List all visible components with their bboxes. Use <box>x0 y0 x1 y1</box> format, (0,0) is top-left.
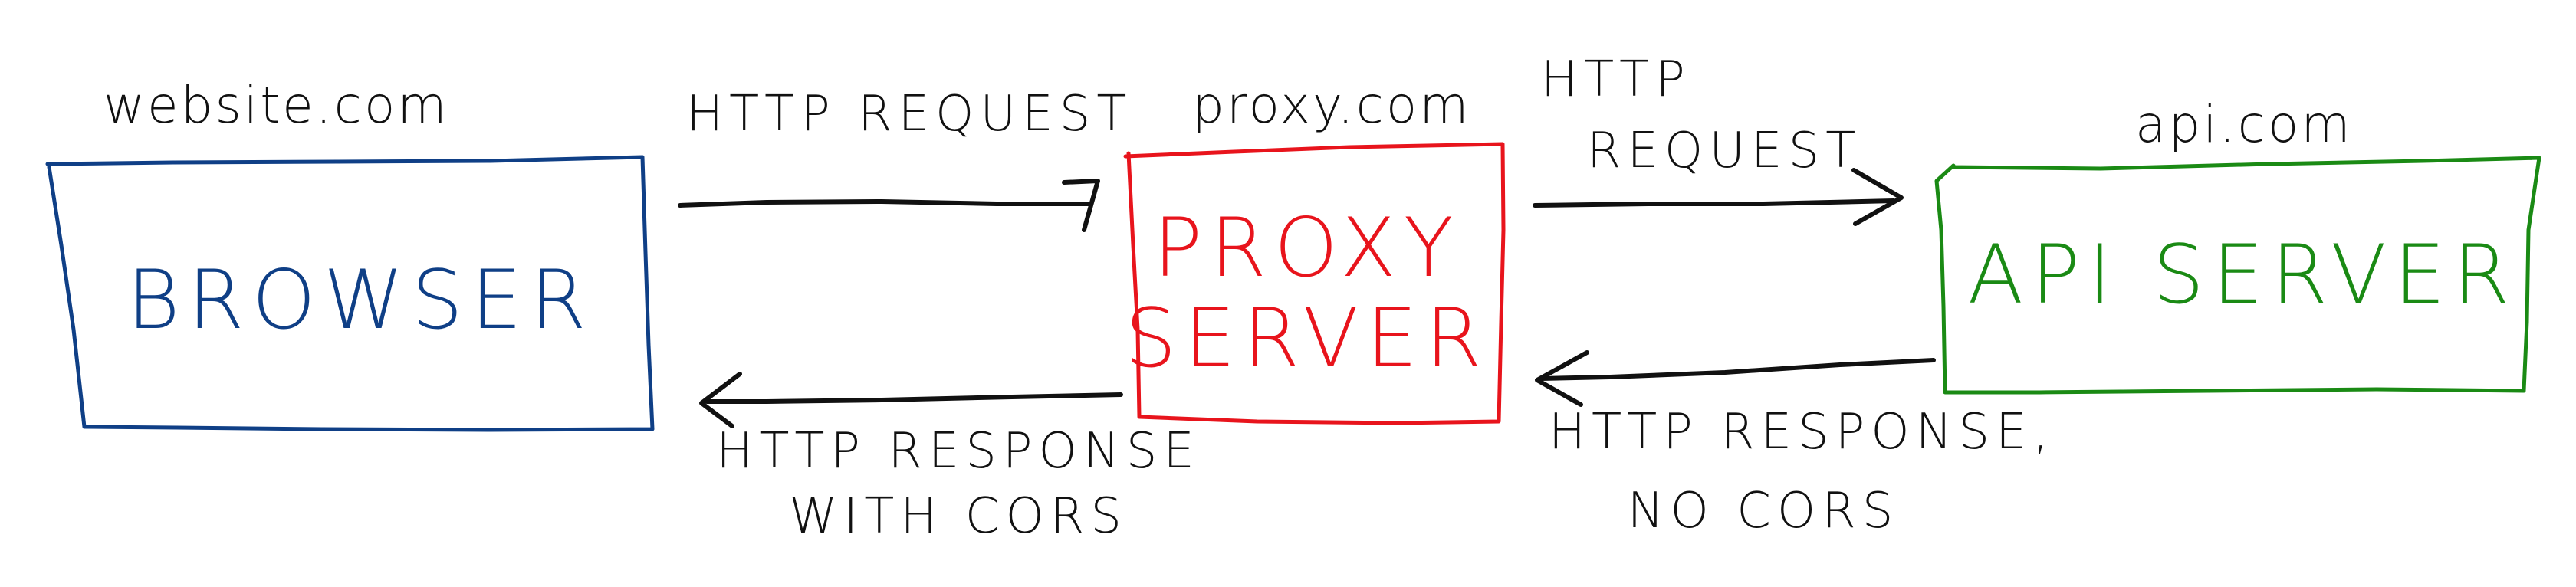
arrow-browser-to-proxy-line <box>678 198 1091 208</box>
arrow-api-to-proxy: HTTP RESPONSE, NO CORS <box>1535 350 2055 539</box>
arrow-proxy-to-browser-head <box>699 372 742 428</box>
arrow-proxy-to-api-head <box>1852 168 1904 226</box>
proxy-domain-label: proxy.com <box>1192 76 1471 135</box>
arrow-proxy-to-browser-label-line2: WITH CORS <box>789 488 1128 545</box>
proxy-node: proxy.com PROXY SERVER <box>1123 76 1506 425</box>
arrow-api-to-proxy-label-line1: HTTP RESPONSE, <box>1549 404 2055 461</box>
proxy-box-label-line2: SERVER <box>1125 291 1489 385</box>
arrow-api-to-proxy-label-line2: NO CORS <box>1628 483 1900 539</box>
browser-node: website.com BROWSER <box>45 76 655 432</box>
browser-box-label: BROWSER <box>127 253 593 347</box>
browser-box <box>45 155 655 432</box>
arrow-browser-to-proxy: HTTP REQUEST <box>678 86 1132 232</box>
arrow-browser-to-proxy-label: HTTP REQUEST <box>686 86 1132 143</box>
browser-domain-label: website.com <box>104 76 449 135</box>
proxy-box-label-line1: PROXY <box>1153 201 1461 295</box>
arrow-proxy-to-api: HTTP REQUEST <box>1533 51 1904 226</box>
proxy-box <box>1123 142 1506 425</box>
arrow-proxy-to-api-line <box>1533 198 1896 208</box>
arrow-api-to-proxy-line <box>1539 358 1936 381</box>
api-box-label: API SERVER <box>1968 228 2518 322</box>
api-node: api.com API SERVER <box>1934 95 2542 395</box>
arrow-proxy-to-api-label-line2: REQUEST <box>1587 123 1861 179</box>
arrow-proxy-to-browser-line <box>705 392 1123 404</box>
arrow-proxy-to-browser: HTTP RESPONSE WITH CORS <box>699 372 1201 545</box>
api-box <box>1934 156 2542 395</box>
arrow-proxy-to-browser-label-line1: HTTP RESPONSE <box>716 423 1201 480</box>
arrow-proxy-to-api-label-line1: HTTP <box>1541 51 1691 108</box>
api-domain-label: api.com <box>2135 95 2353 154</box>
arrow-api-to-proxy-head <box>1535 350 1589 407</box>
arrow-browser-to-proxy-head <box>1062 179 1100 232</box>
